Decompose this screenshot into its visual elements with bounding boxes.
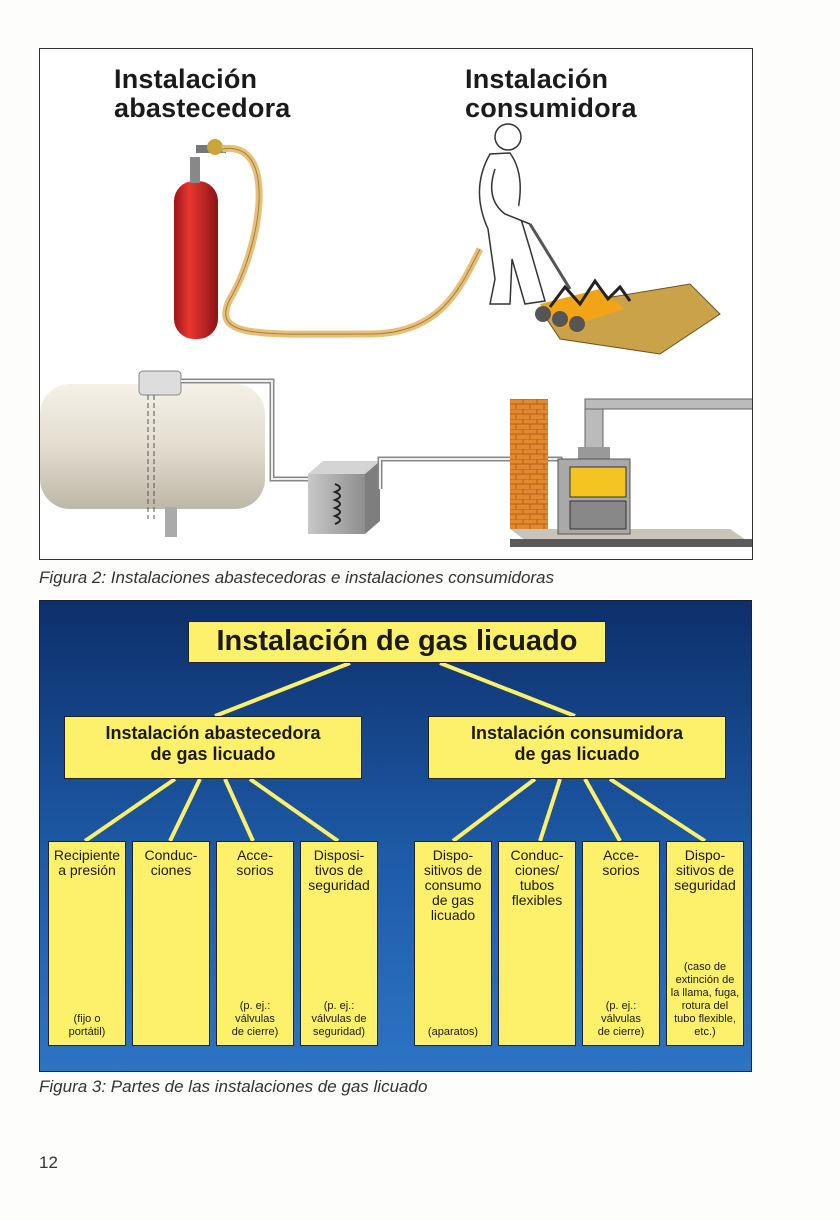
brick-wall — [510, 399, 548, 529]
consumer-safety-devices-box: Dispo- sitivos de seguridad (caso de ext… — [666, 841, 744, 1046]
figure-3-diagram: Instalación de gas licuado Instalación a… — [39, 600, 752, 1072]
gas-hose — [221, 144, 484, 338]
figure-2-drawing — [40, 123, 752, 547]
supply-installation-box: Instalación abastecedora de gas licuado — [64, 716, 362, 779]
consumer-installation-box: Instalación consumidora de gas licuado — [428, 716, 726, 779]
figure-2-illustration: Instalación abastecedora Instalación con… — [39, 48, 753, 560]
supply-installation-title: Instalación abastecedora — [114, 64, 291, 123]
gas-cylinder — [174, 139, 226, 339]
consumer-accessories-box: Acce- sorios (p. ej.: válvulas de cierre… — [582, 841, 660, 1046]
safety-devices-box: Disposi- tivos de seguridad (p. ej.: vál… — [300, 841, 378, 1046]
flexible-pipes-box: Conduc- ciones/ tubos flexibles — [498, 841, 576, 1046]
consumer-installation-title: Instalación consumidora — [465, 64, 637, 123]
page-number: 12 — [39, 1153, 58, 1172]
roofing-roll — [535, 278, 721, 355]
pipes-box: Conduc- ciones — [132, 841, 210, 1046]
storage-tank — [40, 370, 265, 537]
gas-installation-box: Instalación de gas licuado — [188, 621, 606, 663]
accessories-box: Acce- sorios (p. ej.: válvulas de cierre… — [216, 841, 294, 1046]
consumption-devices-box: Dispo- sitivos de consumo de gas licuado… — [414, 841, 492, 1046]
heater-appliance — [557, 398, 752, 535]
worker-figure — [478, 123, 572, 305]
figure-2-caption: Figura 2: Instalaciones abastecedoras e … — [39, 568, 555, 587]
pressure-vessel-box: Recipiente a presión (fijo o portátil) — [48, 841, 126, 1046]
regulator-box — [308, 461, 380, 534]
diagram-connectors — [83, 661, 707, 843]
figure-3-caption: Figura 3: Partes de las instalaciones de… — [39, 1077, 428, 1096]
